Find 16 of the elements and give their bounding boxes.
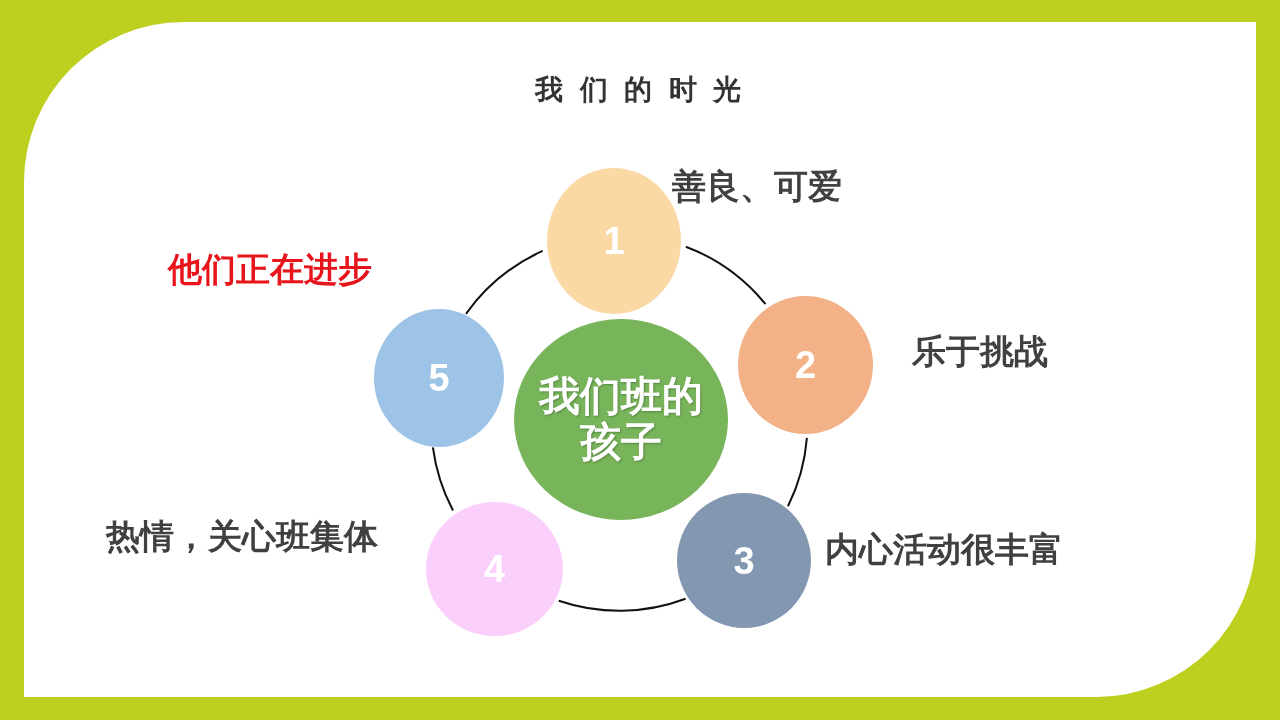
circle-number: 2 <box>794 346 817 384</box>
caption-text: 乐于挑战 <box>912 331 1048 371</box>
circle-number: 5 <box>428 359 450 397</box>
title-text: 我 们 的 时 光 <box>535 72 745 108</box>
connector-arc <box>431 446 455 512</box>
caption-text: 善良、可爱 <box>672 166 842 206</box>
caption-text: 热情，关心班集体 <box>106 516 378 556</box>
circle-number: 3 <box>733 541 755 580</box>
connector-arc <box>465 249 544 315</box>
connector-arc <box>684 245 767 306</box>
circle-number: 1 <box>603 222 625 260</box>
center-text: 我们班的孩子 <box>537 374 704 465</box>
caption-text: 内心活动很丰富 <box>825 529 1063 569</box>
connector-arc <box>786 436 808 508</box>
connector-arc <box>557 597 687 612</box>
caption-text: 他们正在进步 <box>168 249 372 289</box>
